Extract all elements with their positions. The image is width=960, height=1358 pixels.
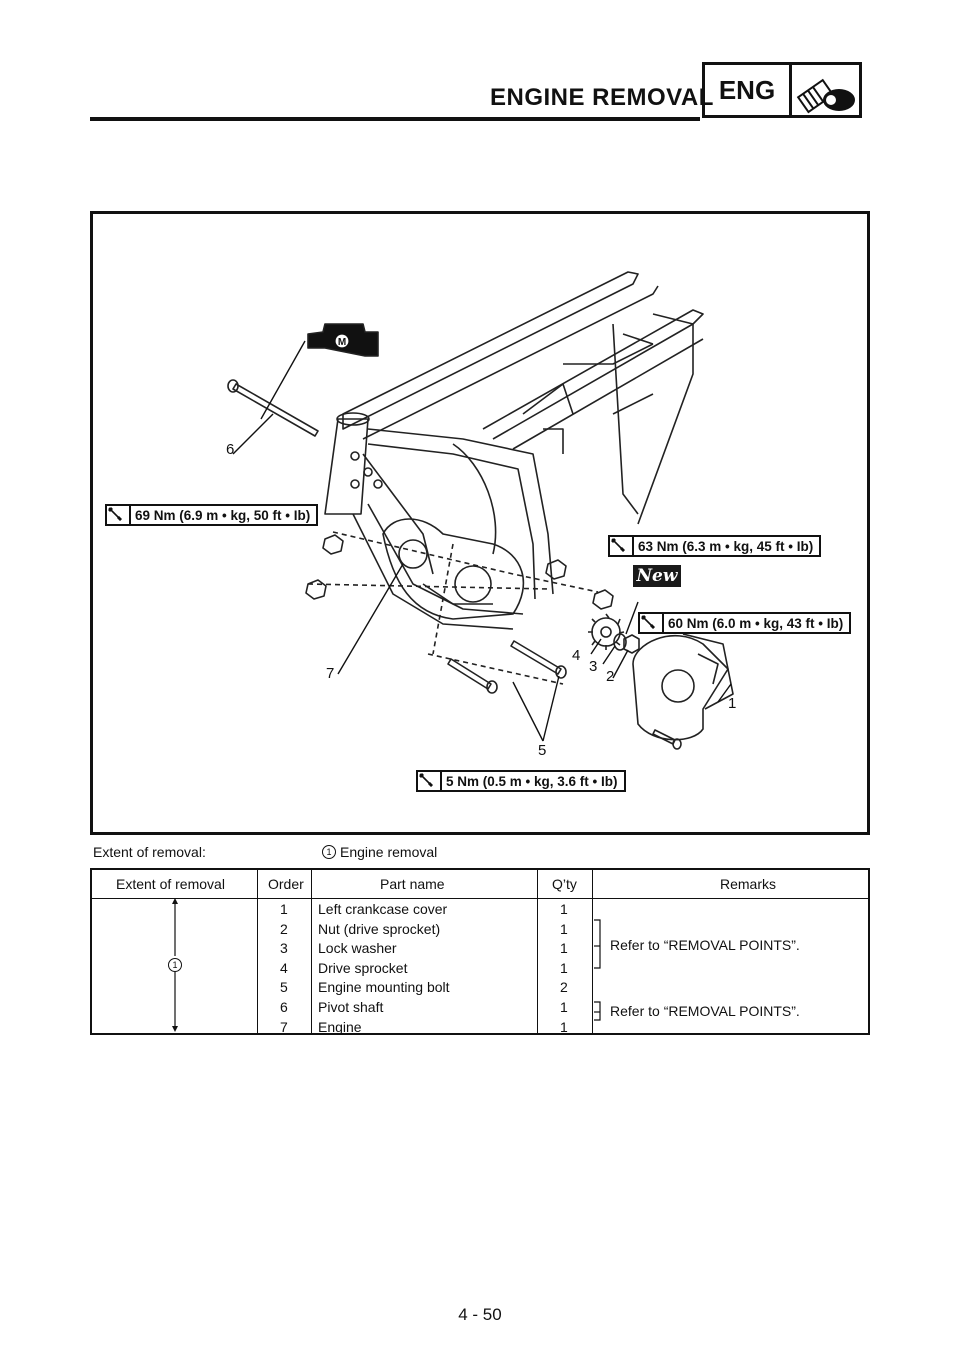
circled-number: 1 <box>168 958 182 972</box>
callout-3: 3 <box>589 658 598 675</box>
col-divider <box>537 870 538 1033</box>
table-row: 4 Drive sprocket 1 <box>92 959 868 979</box>
remark-brackets <box>594 919 601 1021</box>
col-divider <box>257 870 258 1033</box>
row-order: 1 <box>280 901 288 917</box>
callout-2: 2 <box>606 668 615 685</box>
section-tab: ENG <box>702 62 862 118</box>
header-order: Order <box>268 876 304 892</box>
row-order: 4 <box>280 959 288 976</box>
torque-label-cover: 5 Nm (0.5 m • kg, 3.6 ft • Ib) <box>416 770 626 792</box>
parts-table: Extent of removal Order Part name Q’ty R… <box>90 868 870 1035</box>
row-order: 5 <box>280 979 288 996</box>
wrench-icon <box>640 614 664 632</box>
new-part-badge: New <box>633 565 681 587</box>
row-part: Engine mounting bolt <box>318 979 450 996</box>
remark-2: Refer to “REMOVAL POINTS”. <box>610 1003 800 1019</box>
torque-value: 60 Nm (6.0 m • kg, 43 ft • Ib) <box>668 615 844 631</box>
header-rule <box>90 117 700 121</box>
row-part: Engine <box>318 1018 362 1035</box>
row-qty: 1 <box>560 920 568 937</box>
callout-7: 7 <box>326 665 335 682</box>
row-order: 7 <box>280 1018 288 1035</box>
section-label: ENG <box>705 65 792 115</box>
row-qty: 1 <box>560 901 568 917</box>
torque-value: 69 Nm (6.9 m • kg, 50 ft • Ib) <box>135 507 311 523</box>
torque-label-mount: 63 Nm (6.3 m • kg, 45 ft • Ib) <box>608 535 822 557</box>
table-header: Extent of removal Order Part name Q’ty R… <box>92 870 868 899</box>
row-qty: 1 <box>560 999 568 1015</box>
table-row: 6 Pivot shaft 1 <box>92 998 868 1018</box>
wrench-icon <box>610 537 634 555</box>
torque-value: 5 Nm (0.5 m • kg, 3.6 ft • Ib) <box>446 773 618 789</box>
row-qty: 1 <box>560 959 568 976</box>
callout-5: 5 <box>538 742 547 759</box>
extent-value: Engine removal <box>340 844 438 860</box>
header-remarks: Remarks <box>720 876 777 892</box>
page-number: 4 - 50 <box>458 1305 502 1324</box>
callout-4: 4 <box>572 647 581 664</box>
exploded-diagram: M 69 Nm (6.9 m • kg, 50 ft • Ib) 63 Nm (… <box>90 211 870 835</box>
table-row: 1 Left crankcase cover 1 <box>92 900 868 920</box>
header-extent: Extent of removal <box>116 876 225 892</box>
table-row: 7 Engine 1 <box>92 1018 868 1038</box>
callout-1: 1 <box>728 695 737 712</box>
table-row: 2 Nut (drive sprocket) 1 <box>92 920 868 940</box>
remark-1: Refer to “REMOVAL POINTS”. <box>610 937 800 953</box>
callout-6: 6 <box>226 441 235 458</box>
frame-engine-drawing: M <box>227 271 734 750</box>
engine-piston-icon <box>792 65 859 115</box>
row-part: Drive sprocket <box>318 959 408 976</box>
torque-value: 63 Nm (6.3 m • kg, 45 ft • Ib) <box>638 538 814 554</box>
row-order: 6 <box>280 999 288 1015</box>
table-row: 5 Engine mounting bolt 2 <box>92 978 868 998</box>
torque-label-pivot: 69 Nm (6.9 m • kg, 50 ft • Ib) <box>105 504 319 526</box>
row-order: 3 <box>280 940 288 957</box>
wrench-icon <box>418 772 442 790</box>
row-order: 2 <box>280 920 288 937</box>
row-qty: 1 <box>560 940 568 957</box>
col-divider <box>311 870 312 1033</box>
extent-label: Extent of removal: <box>93 844 206 860</box>
col-divider <box>592 870 593 1033</box>
row-part: Left crankcase cover <box>318 901 448 917</box>
lube-mark: M <box>338 337 346 348</box>
row-qty: 1 <box>560 1018 568 1035</box>
circled-number: 1 <box>322 845 336 859</box>
row-qty: 2 <box>560 979 568 996</box>
row-part: Lock washer <box>318 940 397 957</box>
page-title: ENGINE REMOVAL <box>490 84 714 111</box>
table-row: 3 Lock washer 1 <box>92 939 868 959</box>
header-qty: Q’ty <box>552 876 577 892</box>
torque-label-sprocket-nut: 60 Nm (6.0 m • kg, 43 ft • Ib) <box>638 612 852 634</box>
row-part: Pivot shaft <box>318 999 384 1015</box>
extent-of-removal: Extent of removal: 1 Engine removal <box>93 844 437 860</box>
row-part: Nut (drive sprocket) <box>318 920 441 937</box>
header-part-name: Part name <box>380 876 445 892</box>
wrench-icon <box>107 506 131 524</box>
